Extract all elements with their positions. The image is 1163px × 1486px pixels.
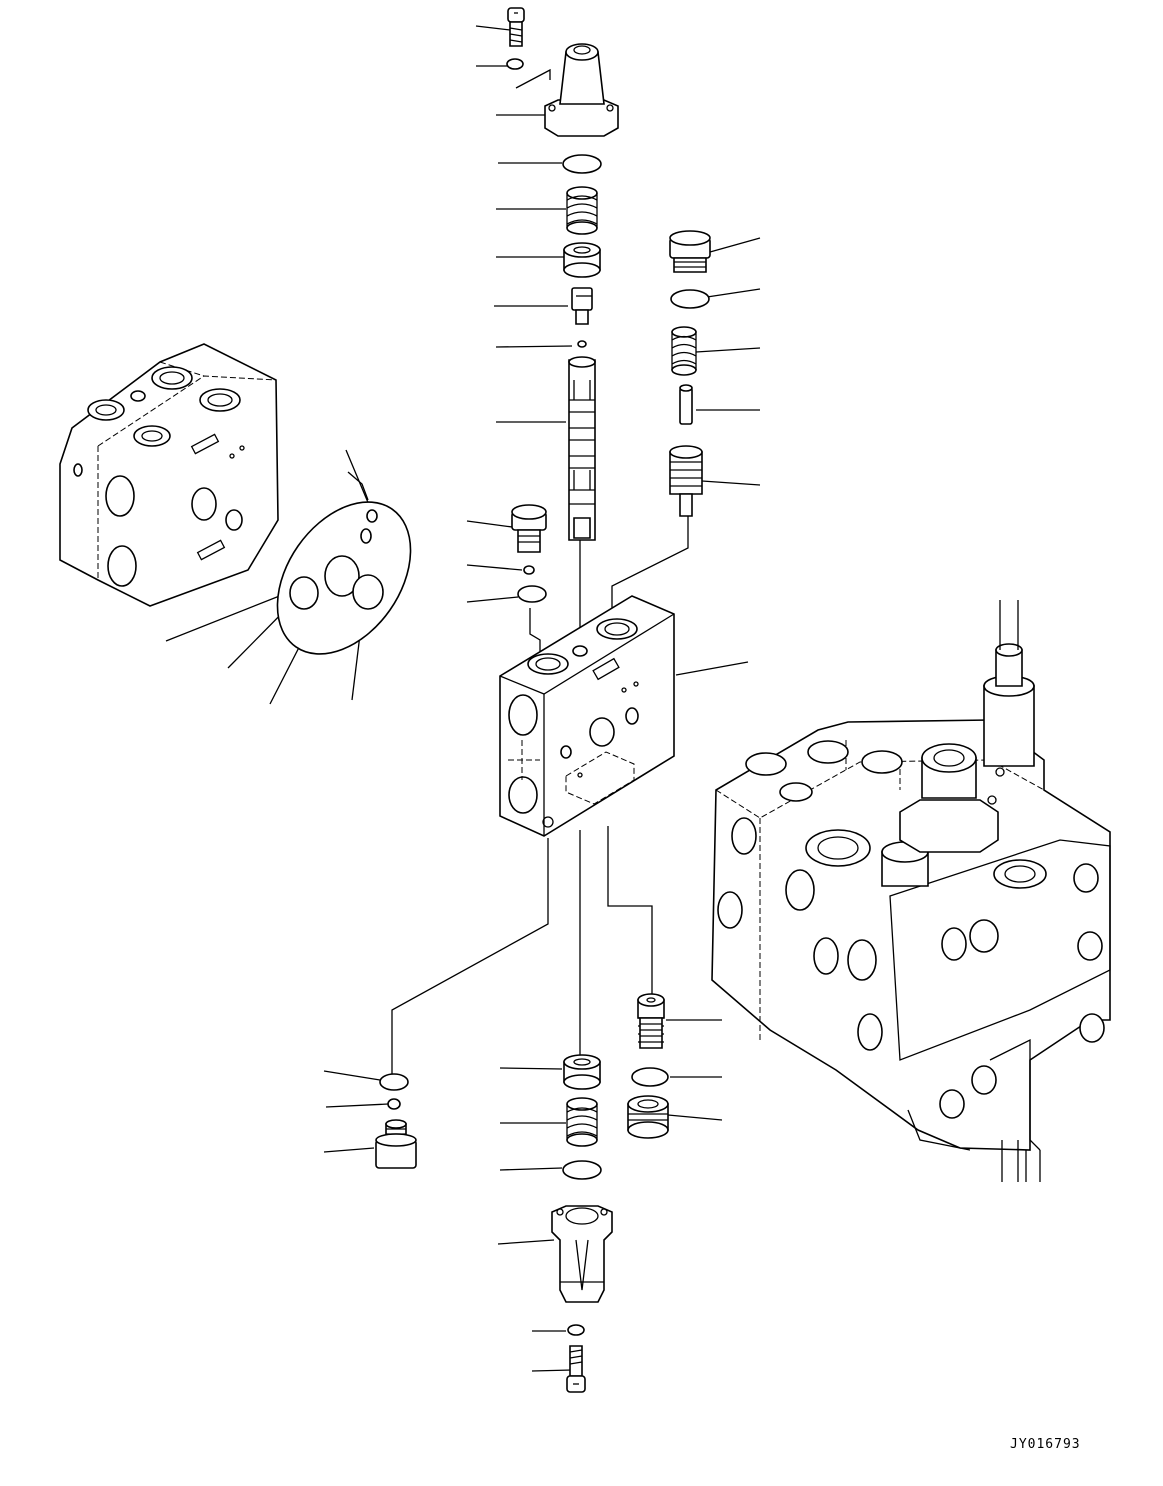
right-relief-valve <box>670 446 702 516</box>
right-o-ring <box>671 290 709 308</box>
lower-left-plug <box>376 1120 416 1168</box>
adjacent-section-phantom <box>60 344 278 606</box>
lower-right-sleeve <box>628 1096 668 1138</box>
lower-cap-screw <box>567 1346 585 1392</box>
upper-cover <box>545 44 618 136</box>
upper-cap-screw <box>508 8 524 46</box>
gasket-plate <box>250 472 438 679</box>
side-small-ring <box>524 566 534 574</box>
upper-spring-seat <box>564 243 600 277</box>
upper-spring <box>567 187 597 234</box>
valve-section-body <box>500 596 674 836</box>
upper-piston <box>572 288 592 324</box>
upper-washer <box>507 59 523 69</box>
lower-washer <box>568 1325 584 1335</box>
upper-small-ring <box>578 341 586 347</box>
right-pin <box>680 385 692 424</box>
side-plug <box>512 505 546 552</box>
assembled-control-valve <box>712 600 1110 1182</box>
side-o-ring <box>518 586 546 602</box>
lower-spring-seat <box>564 1055 600 1089</box>
right-plug <box>670 231 710 272</box>
upper-o-ring <box>563 155 601 173</box>
lower-spring <box>567 1098 597 1146</box>
lower-left-small-ring <box>388 1099 400 1109</box>
lower-o-ring <box>563 1161 601 1179</box>
main-spool <box>569 357 595 540</box>
right-spring <box>672 327 696 375</box>
lower-right-o-ring <box>632 1068 668 1086</box>
lower-relief-valve <box>638 994 664 1048</box>
lower-left-o-ring <box>380 1074 408 1090</box>
figure-id-code: JY016793 <box>1010 1437 1081 1452</box>
lower-cover <box>552 1206 612 1302</box>
